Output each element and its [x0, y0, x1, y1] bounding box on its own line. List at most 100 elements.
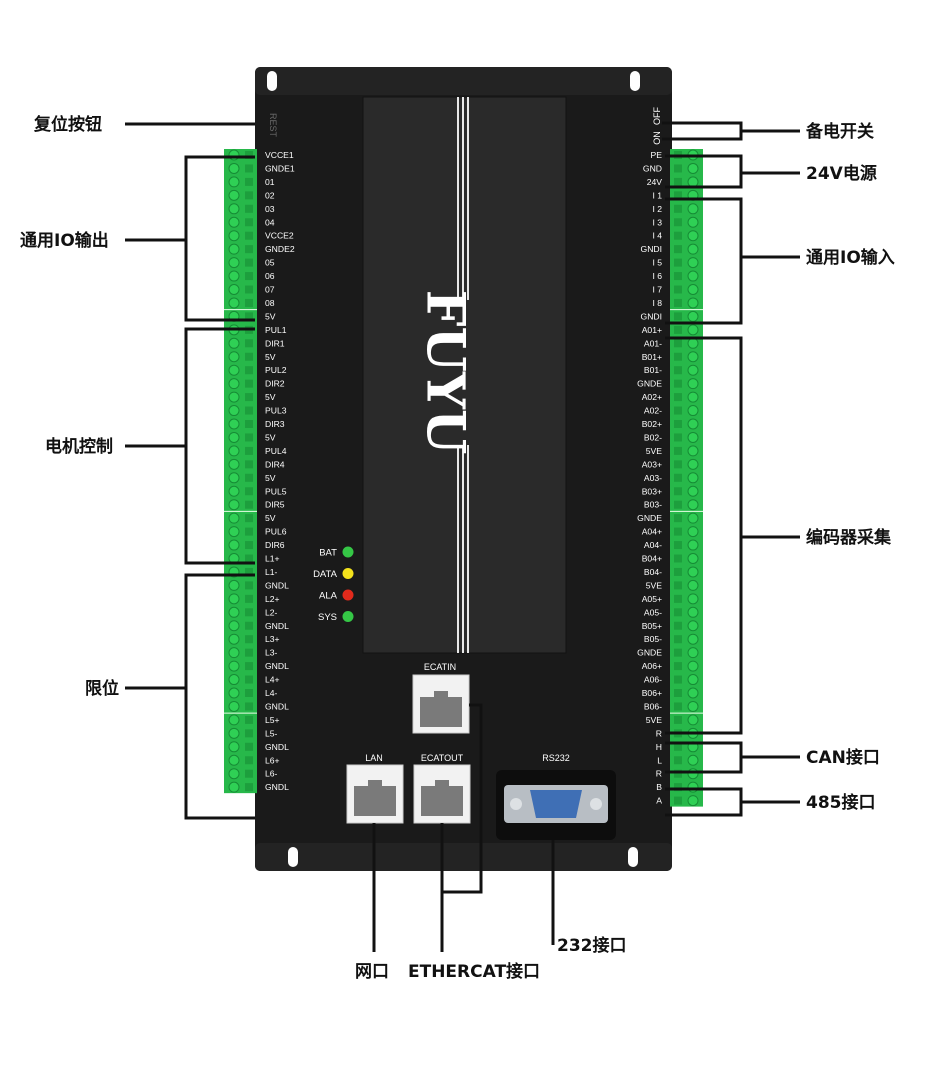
terminal-screw[interactable]	[228, 189, 240, 201]
terminal-screw[interactable]	[228, 660, 240, 672]
terminal-screw[interactable]	[228, 405, 240, 417]
terminal-screw[interactable]	[687, 781, 699, 793]
terminal-screw[interactable]	[228, 418, 240, 430]
port-rs232[interactable]: RS232	[496, 753, 616, 840]
terminal-screw[interactable]	[228, 620, 240, 632]
port-lan[interactable]: LAN	[346, 753, 404, 824]
port-ecatin[interactable]: ECATIN	[412, 662, 470, 734]
terminal-screw[interactable]	[228, 284, 240, 295]
terminal-screw[interactable]	[228, 458, 240, 470]
terminal-screw[interactable]	[687, 485, 699, 497]
terminal-screw[interactable]	[687, 216, 699, 228]
terminal-screw[interactable]	[687, 647, 699, 659]
terminal-screw[interactable]	[687, 364, 699, 376]
terminal-screw[interactable]	[228, 378, 240, 390]
terminal-screw[interactable]	[228, 216, 240, 228]
terminal-screw[interactable]	[687, 431, 699, 443]
terminal-screw[interactable]	[687, 660, 699, 672]
terminal-screw[interactable]	[687, 243, 699, 255]
terminal-screw[interactable]	[228, 741, 240, 753]
terminal-screw[interactable]	[228, 270, 240, 282]
terminal-screw[interactable]	[228, 647, 240, 659]
terminal-screw[interactable]	[228, 351, 240, 363]
terminal-screw[interactable]	[687, 418, 699, 430]
terminal-screw[interactable]	[228, 230, 240, 242]
terminal-screw[interactable]	[687, 458, 699, 470]
terminal-screw[interactable]	[228, 539, 240, 551]
terminal-screw[interactable]	[687, 284, 699, 295]
terminal-wire-entry	[245, 581, 253, 590]
terminal-screw[interactable]	[228, 606, 240, 618]
terminal-screw[interactable]	[687, 270, 699, 282]
terminal-screw[interactable]	[687, 176, 699, 188]
terminal-screw[interactable]	[687, 593, 699, 605]
terminal-screw[interactable]	[687, 499, 699, 511]
terminal-screw[interactable]	[228, 687, 240, 699]
terminal-screw[interactable]	[687, 512, 699, 524]
terminal-screw[interactable]	[687, 526, 699, 538]
terminal-screw[interactable]	[228, 337, 240, 349]
terminal-screw[interactable]	[228, 176, 240, 188]
terminal-screw[interactable]	[228, 768, 240, 780]
pin-label: L2+	[265, 594, 280, 604]
terminal-screw[interactable]	[687, 230, 699, 242]
terminal-screw[interactable]	[228, 472, 240, 484]
terminal-screw[interactable]	[228, 162, 240, 174]
terminal-screw[interactable]	[687, 579, 699, 591]
terminal-screw[interactable]	[687, 674, 699, 686]
terminal-screw[interactable]	[687, 539, 699, 551]
terminal-screw[interactable]	[687, 351, 699, 363]
terminal-screw[interactable]	[687, 566, 699, 578]
terminal-screw[interactable]	[228, 674, 240, 686]
terminal-screw[interactable]	[687, 324, 699, 336]
terminal-screw[interactable]	[228, 499, 240, 511]
terminal-screw[interactable]	[687, 337, 699, 349]
terminal-screw[interactable]	[228, 700, 240, 712]
terminal-screw[interactable]	[687, 606, 699, 618]
terminal-screw[interactable]	[228, 445, 240, 457]
terminal-screw[interactable]	[228, 431, 240, 443]
terminal-screw[interactable]	[687, 445, 699, 457]
terminal-screw[interactable]	[228, 512, 240, 524]
terminal-screw[interactable]	[228, 714, 240, 726]
terminal-wire-entry	[245, 312, 253, 321]
terminal-screw[interactable]	[228, 364, 240, 376]
terminal-screw[interactable]	[228, 391, 240, 403]
terminal-screw[interactable]	[687, 310, 699, 322]
pin-label: GNDL	[265, 621, 289, 631]
terminal-screw[interactable]	[687, 472, 699, 484]
terminal-screw[interactable]	[687, 768, 699, 780]
terminal-screw[interactable]	[687, 553, 699, 564]
terminal-screw[interactable]	[687, 687, 699, 699]
terminal-screw[interactable]	[228, 633, 240, 645]
terminal-screw[interactable]	[687, 795, 699, 807]
terminal-screw[interactable]	[228, 257, 240, 269]
ecatout-socket	[421, 786, 463, 816]
terminal-screw[interactable]	[687, 714, 699, 726]
terminal-screw[interactable]	[687, 405, 699, 417]
pin-label: A05-	[644, 607, 662, 617]
terminal-screw[interactable]	[687, 633, 699, 645]
terminal-screw[interactable]	[687, 378, 699, 390]
terminal-wire-entry	[674, 689, 682, 697]
terminal-screw[interactable]	[687, 391, 699, 403]
terminal-screw[interactable]	[228, 593, 240, 605]
terminal-screw[interactable]	[228, 781, 240, 793]
terminal-screw[interactable]	[687, 203, 699, 215]
terminal-screw[interactable]	[228, 297, 240, 309]
terminal-screw[interactable]	[228, 485, 240, 497]
terminal-screw[interactable]	[687, 754, 699, 766]
terminal-screw[interactable]	[687, 297, 699, 309]
terminal-screw[interactable]	[228, 579, 240, 591]
terminal-screw[interactable]	[228, 243, 240, 255]
terminal-screw[interactable]	[687, 700, 699, 712]
terminal-screw[interactable]	[228, 203, 240, 215]
terminal-screw[interactable]	[228, 526, 240, 538]
terminal-screw[interactable]	[687, 162, 699, 174]
terminal-screw[interactable]	[228, 754, 240, 766]
pin-label: I 6	[652, 271, 662, 281]
terminal-screw[interactable]	[687, 257, 699, 269]
terminal-screw[interactable]	[228, 727, 240, 739]
terminal-screw[interactable]	[687, 620, 699, 632]
status-led	[342, 589, 354, 601]
